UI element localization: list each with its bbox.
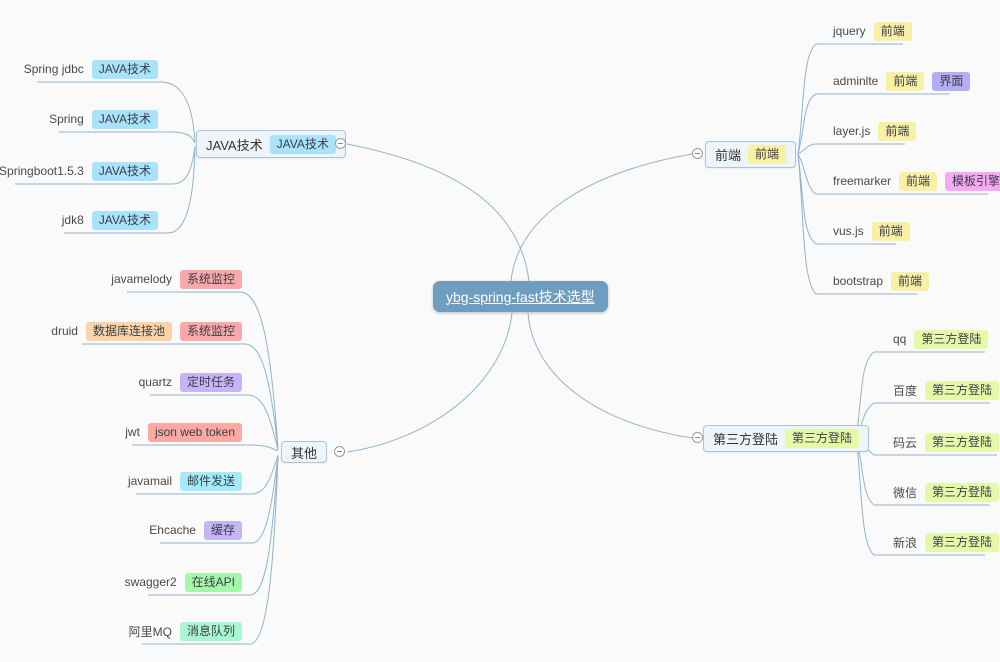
- tag-system-monitor: 系统监控: [179, 269, 242, 289]
- tag-frontend: 前端: [899, 171, 938, 191]
- node-label: 码云: [893, 435, 918, 450]
- tag-frontend: 前端: [891, 271, 930, 291]
- node-label: bootstrap: [833, 274, 884, 288]
- tag-third-party-login: 第三方登陆: [785, 429, 860, 448]
- tag-java: JAVA技术: [91, 59, 158, 79]
- minus-icon: [338, 143, 343, 144]
- topic-label: 其他: [291, 445, 318, 461]
- topic-frontend[interactable]: 前端 前端: [705, 141, 797, 168]
- topic-java[interactable]: JAVA技术 JAVA技术: [196, 130, 346, 158]
- node-javamelody[interactable]: javamelody 系统监控: [111, 268, 242, 290]
- topic-other[interactable]: 其他: [281, 441, 328, 463]
- tag-frontend: 前端: [886, 71, 925, 91]
- tag-java: JAVA技术: [91, 109, 158, 129]
- collapse-icon-third[interactable]: [692, 432, 703, 443]
- node-baidu[interactable]: 百度 第三方登陆: [893, 379, 1000, 401]
- topic-label: JAVA技术: [206, 137, 263, 153]
- node-label: jdk8: [61, 213, 84, 227]
- node-label: druid: [51, 324, 78, 338]
- node-label: Spring jdbc: [23, 62, 84, 76]
- tag-java: JAVA技术: [91, 210, 158, 230]
- tag-java: JAVA技术: [91, 161, 158, 181]
- tag-frontend: 前端: [878, 121, 917, 141]
- node-layerjs[interactable]: layer.js 前端: [833, 120, 917, 142]
- node-freemarker[interactable]: freemarker 前端 模板引擎: [833, 170, 1000, 192]
- node-label: freemarker: [833, 174, 892, 188]
- node-jdk8[interactable]: jdk8 JAVA技术: [62, 209, 158, 231]
- node-javamail[interactable]: javamail 邮件发送: [128, 470, 242, 492]
- tag-template-engine: 模板引擎: [945, 171, 1000, 191]
- node-label: 新浪: [893, 535, 918, 550]
- node-label: jwt: [125, 425, 140, 439]
- node-gitee[interactable]: 码云 第三方登陆: [893, 431, 1000, 453]
- node-jwt[interactable]: jwt json web token: [125, 421, 242, 443]
- node-jquery[interactable]: jquery 前端: [833, 20, 912, 42]
- node-springboot[interactable]: Springboot1.5.3 JAVA技术: [0, 160, 158, 182]
- collapse-icon-frontend[interactable]: [692, 148, 703, 159]
- node-quartz[interactable]: quartz 定时任务: [139, 371, 242, 393]
- tag-java: JAVA技术: [269, 134, 336, 154]
- node-label: quartz: [138, 375, 172, 389]
- minus-icon: [337, 451, 342, 452]
- tag-frontend: 前端: [873, 21, 912, 41]
- tag-ui: 界面: [932, 71, 971, 91]
- node-adminlte[interactable]: adminlte 前端 界面: [833, 70, 971, 92]
- tag-third-party-login: 第三方登陆: [925, 482, 1000, 502]
- tag-cache: 缓存: [203, 520, 242, 540]
- node-druid[interactable]: druid 数据库连接池 系统监控: [51, 320, 242, 342]
- tag-db-pool: 数据库连接池: [85, 321, 172, 341]
- node-spring-jdbc[interactable]: Spring jdbc JAVA技术: [24, 58, 158, 80]
- node-label: adminlte: [833, 74, 879, 88]
- node-swagger2[interactable]: swagger2 在线API: [125, 571, 242, 593]
- minus-icon: [695, 153, 700, 154]
- tag-third-party-login: 第三方登陆: [925, 432, 1000, 452]
- node-vusjs[interactable]: vus.js 前端: [833, 220, 910, 242]
- tag-third-party-login: 第三方登陆: [925, 532, 1000, 552]
- topic-label: 前端: [715, 148, 742, 163]
- tag-frontend: 前端: [871, 221, 910, 241]
- node-wechat[interactable]: 微信 第三方登陆: [893, 481, 1000, 503]
- root-topic[interactable]: ybg-spring-fast技术选型: [433, 281, 608, 312]
- topic-third-party-login[interactable]: 第三方登陆 第三方登陆: [703, 425, 870, 452]
- tag-message-queue: 消息队列: [179, 621, 242, 641]
- node-label: Ehcache: [149, 523, 196, 537]
- collapse-icon-other[interactable]: [334, 446, 345, 457]
- node-label: javamail: [127, 474, 172, 488]
- tag-mail-send: 邮件发送: [179, 471, 242, 491]
- node-bootstrap[interactable]: bootstrap 前端: [833, 270, 930, 292]
- node-ehcache[interactable]: Ehcache 缓存: [149, 519, 242, 541]
- tag-system-monitor: 系统监控: [179, 321, 242, 341]
- node-sina[interactable]: 新浪 第三方登陆: [893, 531, 1000, 553]
- node-label: 百度: [893, 383, 918, 398]
- root-label: ybg-spring-fast技术选型: [446, 288, 595, 305]
- collapse-icon-java[interactable]: [335, 138, 346, 149]
- node-qq[interactable]: qq 第三方登陆: [893, 328, 989, 350]
- topic-label: 第三方登陆: [713, 432, 779, 447]
- tag-online-api: 在线API: [184, 572, 242, 592]
- node-label: 阿里MQ: [128, 624, 172, 639]
- node-label: jquery: [833, 24, 866, 38]
- node-label: layer.js: [833, 124, 871, 138]
- tag-frontend: 前端: [748, 145, 787, 164]
- tag-scheduled-task: 定时任务: [179, 372, 242, 392]
- node-ali-mq[interactable]: 阿里MQ 消息队列: [129, 620, 242, 642]
- minus-icon: [695, 437, 700, 438]
- node-label: swagger2: [124, 575, 177, 589]
- tag-third-party-login: 第三方登陆: [925, 380, 1000, 400]
- tag-json-web-token: json web token: [147, 422, 242, 442]
- node-label: vus.js: [833, 224, 864, 238]
- node-label: javamelody: [111, 272, 172, 286]
- node-label: 微信: [893, 485, 918, 500]
- node-label: Springboot1.5.3: [0, 164, 84, 178]
- node-label: qq: [893, 332, 907, 346]
- tag-third-party-login: 第三方登陆: [914, 329, 989, 349]
- node-spring[interactable]: Spring JAVA技术: [49, 108, 158, 130]
- node-label: Spring: [49, 112, 84, 126]
